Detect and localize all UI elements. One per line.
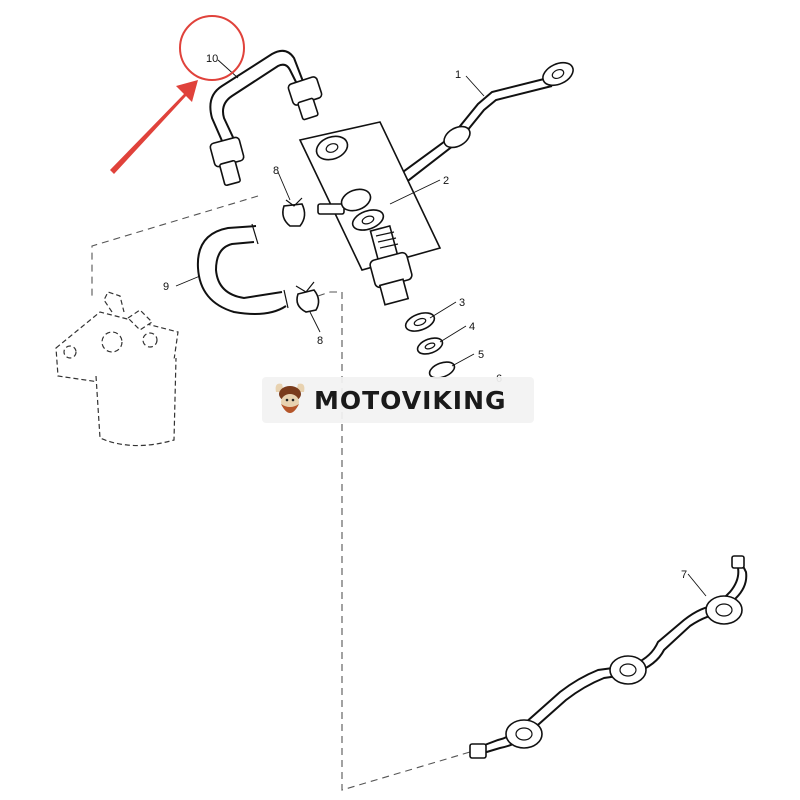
fuel-line-part-10 — [209, 49, 323, 187]
highlight-circle — [179, 15, 245, 81]
washer-part-3 — [404, 312, 436, 332]
highlight-arrow-icon — [110, 80, 198, 174]
washer-part-4 — [416, 337, 444, 355]
highlight-annotation — [110, 15, 245, 174]
callout-10: 10 — [206, 53, 218, 65]
banjo-bolt-part-2 — [317, 188, 385, 231]
nut-upper — [315, 135, 349, 161]
watermark-banner: MOTOVIKING — [262, 377, 534, 423]
viking-mascot-icon — [275, 383, 305, 413]
hose-part-9 — [196, 223, 289, 315]
injection-pump — [55, 291, 179, 447]
fuel-line-part-1 — [369, 61, 574, 205]
callout-2: 2 — [443, 175, 449, 187]
washer-part-5 — [428, 361, 456, 379]
callout-3: 3 — [459, 297, 465, 309]
clamp-part-8-upper — [282, 197, 306, 227]
callout-labels: 1 2 3 4 5 6 7 8 8 9 10 — [163, 53, 687, 581]
dashed-guide-lines — [91, 195, 471, 791]
leak-off-line-part-7 — [469, 555, 748, 759]
clamp-part-8-lower — [295, 281, 320, 313]
callout-1: 1 — [455, 69, 461, 81]
callout-8-upper: 8 — [273, 165, 279, 177]
callout-4: 4 — [469, 321, 475, 333]
callout-8-lower: 8 — [317, 335, 323, 347]
watermark-brand-text: MOTOVIKING — [314, 385, 507, 415]
leader-lines — [175, 59, 707, 597]
callout-5: 5 — [478, 349, 484, 361]
callout-7: 7 — [681, 569, 687, 581]
callout-9: 9 — [163, 281, 169, 293]
injector-nozzle — [369, 224, 413, 306]
